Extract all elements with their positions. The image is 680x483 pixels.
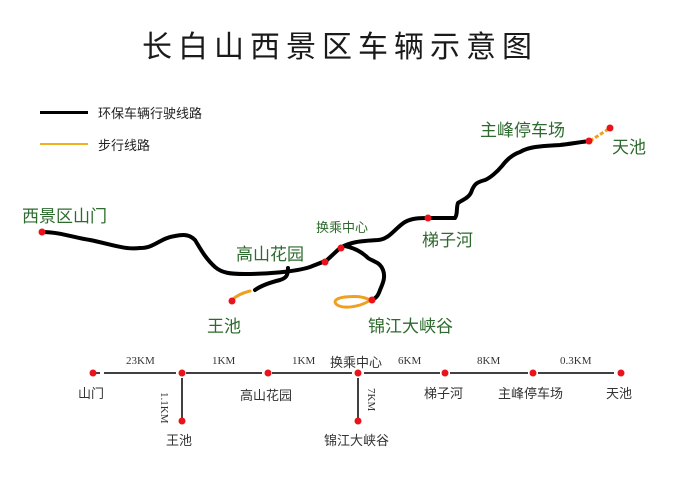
walk-wangchi <box>230 289 252 302</box>
label-alpine-garden: 高山花园 <box>236 245 304 265</box>
dist-garden-transfer: 1KM <box>292 355 316 367</box>
dist-transfer-canyon: 7KM <box>365 388 377 412</box>
vehicle-route-swatch <box>40 110 88 114</box>
stop-tizi-river[interactable] <box>424 214 432 222</box>
dist-tizi-parking: 8KM <box>477 355 501 367</box>
sch-stop-junction[interactable] <box>178 369 186 377</box>
sch-label-wangchi: 王池 <box>166 434 193 449</box>
walk-canyon-loop <box>333 294 372 309</box>
route-to-wangchi <box>253 266 290 292</box>
sch-stop-tizi-river[interactable] <box>441 369 449 377</box>
sch-stop-gate[interactable] <box>89 369 97 377</box>
sch-label-alpine-garden: 高山花园 <box>240 389 293 404</box>
label-gate: 西景区山门 <box>22 207 107 227</box>
legend: 环保车辆行驶线路 步行线路 <box>40 96 202 160</box>
walk-tianchi <box>589 126 611 143</box>
walking-route-swatch <box>40 143 88 145</box>
legend-walking-route: 步行线路 <box>40 128 202 160</box>
sch-stop-jinjiang-canyon[interactable] <box>354 417 362 425</box>
dist-transfer-tizi: 6KM <box>398 355 422 367</box>
sch-label-gate: 山门 <box>78 387 105 402</box>
route-gate-to-transfer <box>40 230 342 276</box>
label-jinjiang-canyon: 锦江大峡谷 <box>368 317 453 337</box>
sch-label-jinjiang-canyon: 锦江大峡谷 <box>324 434 390 449</box>
page-title: 长白山西景区车辆示意图 <box>142 30 538 65</box>
sch-stop-transfer-center[interactable] <box>354 369 362 377</box>
stop-transfer-center[interactable] <box>337 244 345 252</box>
sch-stop-main-peak-parking[interactable] <box>529 369 537 377</box>
label-main-peak-parking: 主峰停车场 <box>480 121 565 141</box>
sch-label-tianchi: 天池 <box>606 387 633 402</box>
dist-parking-tianchi: 0.3KM <box>560 355 592 367</box>
label-wangchi: 王池 <box>207 317 241 337</box>
label-transfer-center: 换乘中心 <box>316 221 369 236</box>
sch-stop-tianchi[interactable] <box>617 369 625 377</box>
sch-label-main-peak-parking: 主峰停车场 <box>498 387 564 402</box>
label-tizi-river: 梯子河 <box>422 231 473 251</box>
stop-tianchi[interactable] <box>606 124 614 132</box>
stop-wangchi[interactable] <box>228 297 236 305</box>
dist-gate-junction: 23KM <box>126 355 155 367</box>
route-transfer-to-peak <box>338 139 592 250</box>
legend-walking-label: 步行线路 <box>98 138 151 154</box>
sch-stop-wangchi[interactable] <box>178 417 186 425</box>
legend-vehicle-label: 环保车辆行驶线路 <box>98 106 203 122</box>
stop-gate[interactable] <box>38 228 46 236</box>
stop-main-peak-parking[interactable] <box>585 137 593 145</box>
route-to-canyon <box>343 244 387 302</box>
dist-junction-wangchi: 1.1KM <box>158 392 170 424</box>
legend-vehicle-route: 环保车辆行驶线路 <box>40 96 202 128</box>
label-tianchi: 天池 <box>612 138 646 158</box>
sch-label-tizi-river: 梯子河 <box>424 387 464 402</box>
sch-label-transfer-center: 换乘中心 <box>330 356 383 371</box>
stop-alpine-garden[interactable] <box>321 258 329 266</box>
dist-junction-garden: 1KM <box>212 355 236 367</box>
sch-stop-alpine-garden[interactable] <box>264 369 272 377</box>
stop-jinjiang-canyon[interactable] <box>368 296 376 304</box>
